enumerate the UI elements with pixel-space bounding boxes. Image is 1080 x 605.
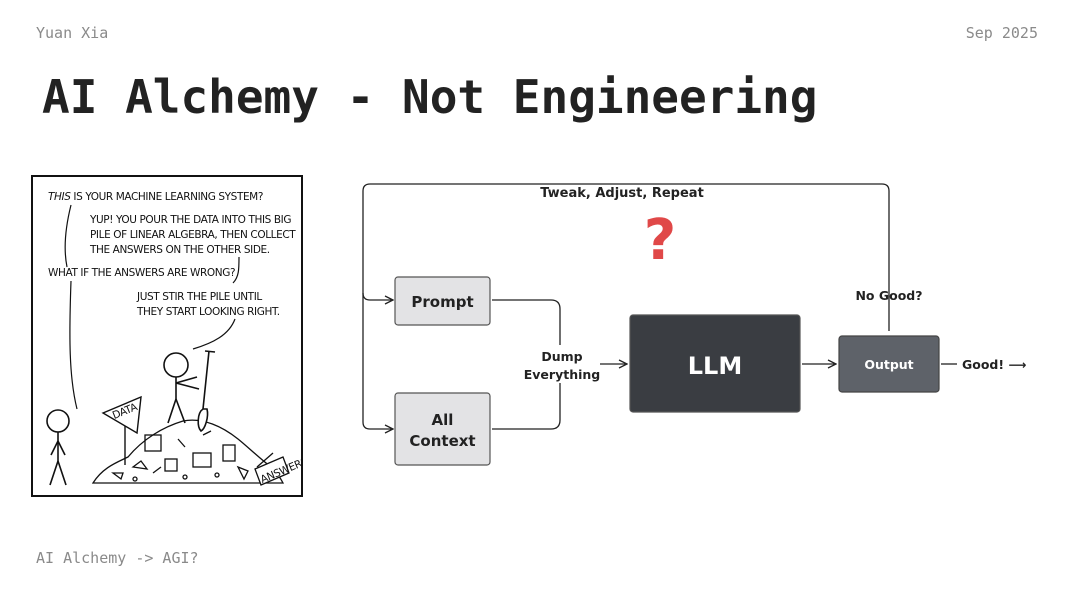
presentation-date: Sep 2025 <box>965 24 1038 42</box>
llm-box <box>629 314 801 413</box>
comic-illustration: THIS IS YOUR MACHINE LEARNING SYSTEM? YU… <box>46 191 303 486</box>
llm-workflow-diagram: Tweak, Adjust, Repeat ? Prompt All Conte… <box>362 183 1026 466</box>
loop-label: Tweak, Adjust, Repeat <box>540 186 704 201</box>
context-box <box>394 392 491 466</box>
prompt-label: Prompt <box>411 293 473 311</box>
comic-answer-1: JUST STIR THE PILE UNTIL <box>136 291 262 303</box>
prompt-box <box>394 276 491 326</box>
prompt-to-dump-line <box>492 299 561 345</box>
footer-note: AI Alchemy -> AGI? <box>36 549 199 567</box>
xkcd-comic: THIS IS YOUR MACHINE LEARNING SYSTEM? YU… <box>31 175 303 497</box>
comic-reply-3: THE ANSWERS ON THE OTHER SIDE. <box>89 244 270 256</box>
question-mark-icon: ? <box>644 208 676 273</box>
stirring-paddle <box>197 350 216 432</box>
context-to-dump-line <box>492 383 561 430</box>
comic-line-1: THIS IS YOUR MACHINE LEARNING SYSTEM? <box>48 191 263 203</box>
output-label: Output <box>864 357 913 372</box>
stick-figure-left <box>46 409 70 486</box>
no-good-label: No Good? <box>855 288 922 303</box>
comic-reply-2: PILE OF LINEAR ALGEBRA, THEN COLLECT <box>90 229 296 241</box>
llm-label: LLM <box>688 352 742 380</box>
stick-figure-right <box>163 352 200 424</box>
linear-algebra-pile <box>91 419 285 484</box>
comic-answer-2: THEY START LOOKING RIGHT. <box>136 306 280 318</box>
dump-label-line-2: Everything <box>524 367 600 382</box>
loop-to-prompt-arrow <box>362 292 393 300</box>
good-label: Good! ⟶ <box>962 357 1026 372</box>
comic-question: WHAT IF THE ANSWERS ARE WRONG? <box>48 267 235 279</box>
data-sign: DATA <box>101 395 142 465</box>
author-name: Yuan Xia <box>36 24 109 42</box>
comic-reply-1: YUP! YOU POUR THE DATA INTO THIS BIG <box>89 214 291 226</box>
context-label-line-2: Context <box>409 432 475 450</box>
slide-title: AI Alchemy - Not Engineering <box>42 70 818 124</box>
dump-label-line-1: Dump <box>541 349 582 364</box>
context-label-line-1: All <box>432 411 454 429</box>
output-box <box>838 335 940 393</box>
feedback-loop-line <box>362 183 890 429</box>
